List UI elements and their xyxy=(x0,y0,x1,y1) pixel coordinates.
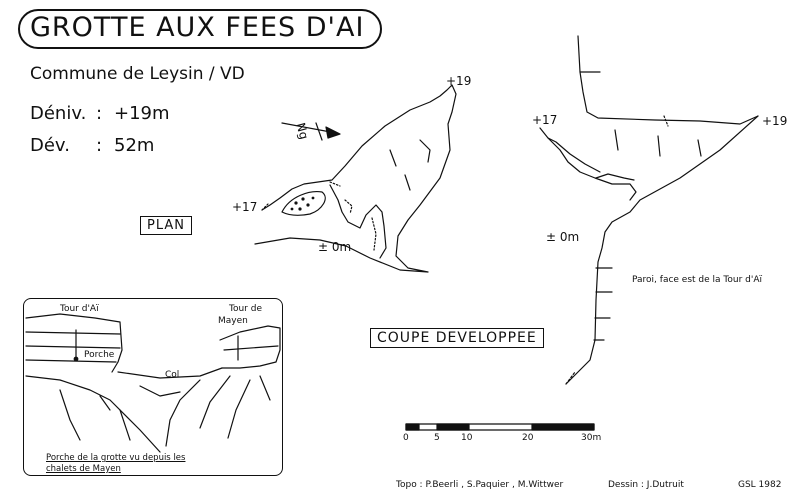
inset-caption: Porche de la grotte vu depuis les chalet… xyxy=(46,453,246,475)
dev-separator: : xyxy=(96,135,103,156)
scale-tick-0: 0 xyxy=(403,433,409,443)
inset-tour-ai: Tour d'Aï xyxy=(60,304,99,314)
scale-tick-5: 5 xyxy=(434,433,440,443)
coupe-label: COUPE DEVELOPPEE xyxy=(370,328,544,348)
coupe-elev-17: +17 xyxy=(532,113,558,127)
dev-label: Dév. xyxy=(30,135,70,156)
scale-bar xyxy=(405,423,595,431)
inset-caption-line-2: chalets de Mayen xyxy=(46,464,121,474)
inset-frame xyxy=(23,298,283,476)
deniv-value: +19m xyxy=(114,103,170,124)
scale-tick-30: 30m xyxy=(581,433,602,443)
plan-outline xyxy=(254,84,457,273)
page-title: GROTTE AUX FEES D'AI xyxy=(30,12,365,43)
wall-note: Paroi, face est de la Tour d'Aï xyxy=(632,275,762,285)
coupe-elev-19: +19 xyxy=(762,114,788,128)
scale-tick-20: 20 xyxy=(522,433,534,443)
north-arrow-icon xyxy=(281,122,341,141)
coupe-outline xyxy=(539,35,759,385)
credit-gsl: GSL 1982 xyxy=(738,480,782,490)
plan-label: PLAN xyxy=(140,216,192,235)
plan-elev-0: ± 0m xyxy=(318,240,352,254)
deniv-label: Déniv. xyxy=(30,103,87,124)
credit-topo: Topo : P.Beerli , S.Paquier , M.Wittwer xyxy=(396,480,564,490)
plan-elev-17: +17 xyxy=(232,200,258,214)
porche-marker-icon xyxy=(73,356,79,362)
plan-blocks xyxy=(290,196,315,211)
deniv-separator: : xyxy=(96,103,103,124)
inset-sketch xyxy=(25,313,281,453)
scale-tick-10: 10 xyxy=(461,433,473,443)
dev-value: 52m xyxy=(114,135,155,156)
coupe-elev-0: ± 0m xyxy=(546,230,580,244)
inset-tour-de: Tour de xyxy=(229,304,262,314)
title-frame xyxy=(18,9,382,49)
plan-elev-19: +19 xyxy=(446,74,472,88)
inset-col: Col xyxy=(165,370,180,380)
inset-porche: Porche xyxy=(84,350,115,360)
inset-caption-line-1: Porche de la grotte vu depuis les xyxy=(46,453,186,463)
commune-text: Commune de Leysin / VD xyxy=(30,64,245,84)
inset-mayen: Mayen xyxy=(218,316,248,326)
credit-dessin: Dessin : J.Dutruit xyxy=(608,480,684,490)
